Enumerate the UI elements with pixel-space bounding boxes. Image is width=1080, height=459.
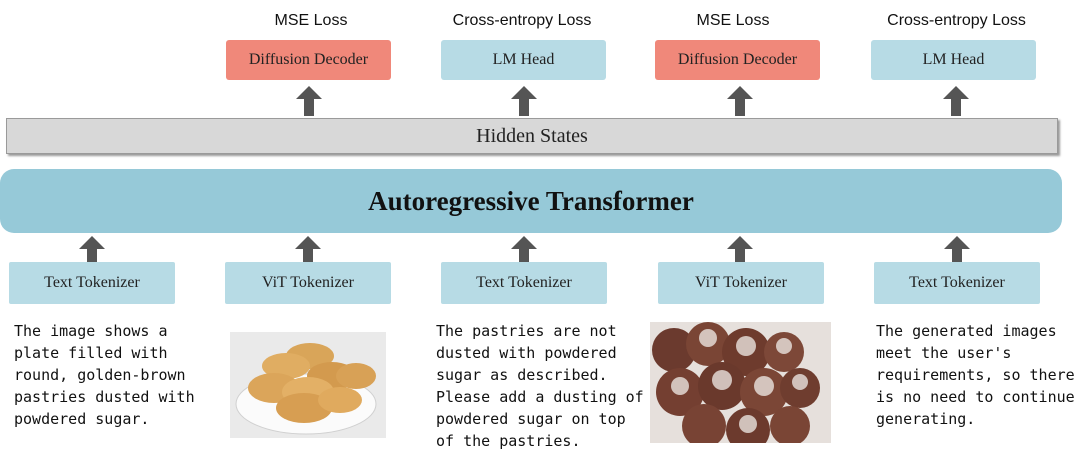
autoregressive-transformer-block: Autoregressive Transformer (0, 169, 1062, 233)
loss-label-2: Cross-entropy Loss (452, 12, 592, 29)
arrow-up-icon (943, 86, 969, 116)
vit-tokenizer-box-2: ViT Tokenizer (658, 262, 824, 304)
text-tokenizer-box-2: Text Tokenizer (441, 262, 607, 304)
arrow-up-icon (727, 86, 753, 116)
text-tokenizer-box-1: Text Tokenizer (9, 262, 175, 304)
arrow-up-icon (79, 236, 105, 266)
text-tokenizer-box-3: Text Tokenizer (874, 262, 1040, 304)
diffusion-decoder-box-2: Diffusion Decoder (655, 40, 820, 80)
arrow-up-icon (511, 236, 537, 266)
vit-tokenizer-box-1: ViT Tokenizer (225, 262, 391, 304)
hidden-states-bar: Hidden States (6, 118, 1058, 154)
pastries-dusted-image (650, 322, 831, 443)
loss-label-4: Cross-entropy Loss (887, 12, 1026, 29)
arrow-up-icon (511, 86, 537, 116)
lm-head-box-1: LM Head (441, 40, 606, 80)
arrow-up-icon (296, 86, 322, 116)
caption-text-1: The image shows a plate filled with roun… (14, 322, 195, 428)
arrow-up-icon (944, 236, 970, 266)
lm-head-box-2: LM Head (871, 40, 1036, 80)
arrow-up-icon (727, 236, 753, 266)
loss-label-1: MSE Loss (274, 12, 348, 29)
pastries-plain-image (230, 332, 386, 438)
caption-text-3: The generated images meet the user's req… (876, 322, 1075, 428)
caption-text-2: The pastries are not dusted with powdere… (436, 322, 644, 450)
diffusion-decoder-box-1: Diffusion Decoder (226, 40, 391, 80)
arrow-up-icon (295, 236, 321, 266)
loss-label-3: MSE Loss (696, 12, 770, 29)
